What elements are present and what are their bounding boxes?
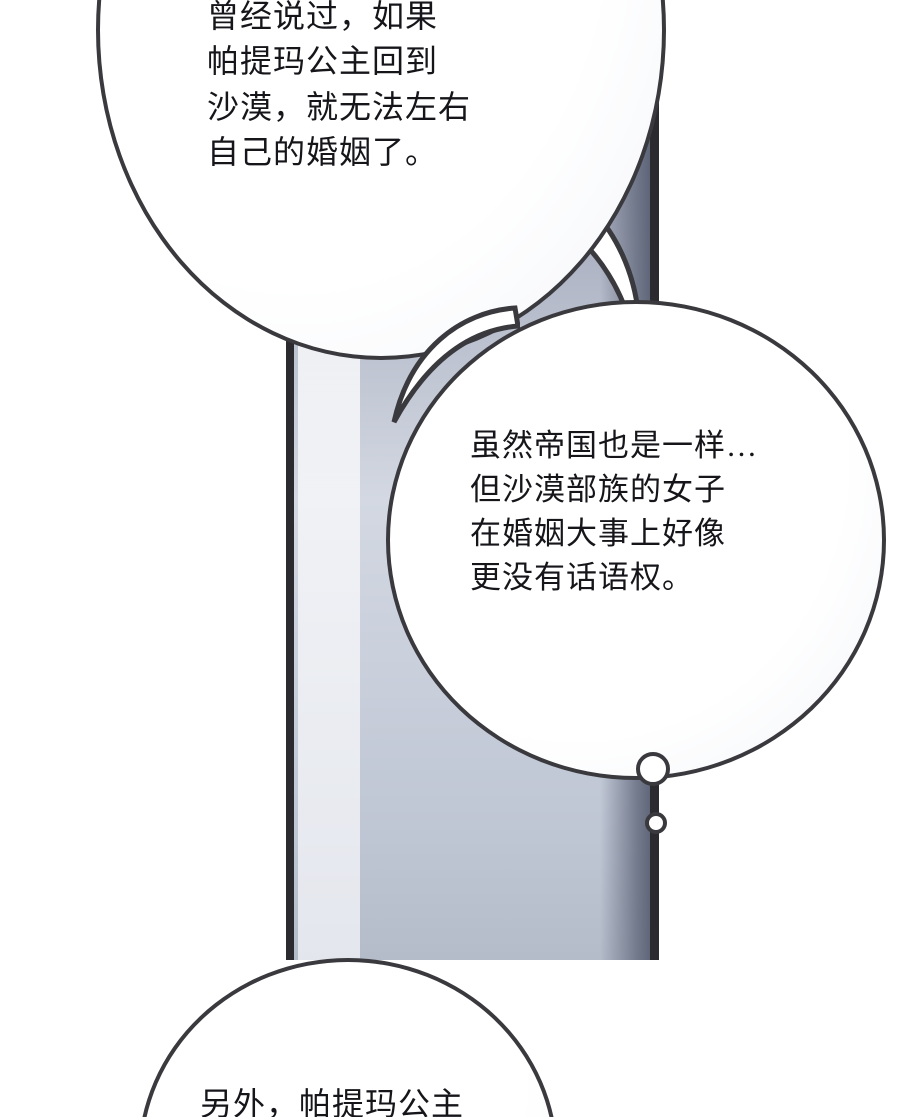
balloon-2-tail (391, 305, 520, 424)
panel-edge-left (286, 0, 294, 960)
balloon-2-trail-dot-small (645, 812, 667, 834)
balloon-2-trail-dot-large (636, 752, 670, 786)
speech-balloon-1-text: 曾经说过，如果 帕提玛公主回到 沙漠，就无法左右 自己的婚姻了。 (207, 0, 472, 171)
speech-balloon-2 (386, 300, 886, 780)
speech-balloon-2-text: 虽然帝国也是一样… 但沙漠部族的女子 在婚姻大事上好像 更没有话语权。 (470, 428, 758, 596)
speech-balloon-3-text: 另外，帕提玛公主 (200, 1086, 465, 1117)
